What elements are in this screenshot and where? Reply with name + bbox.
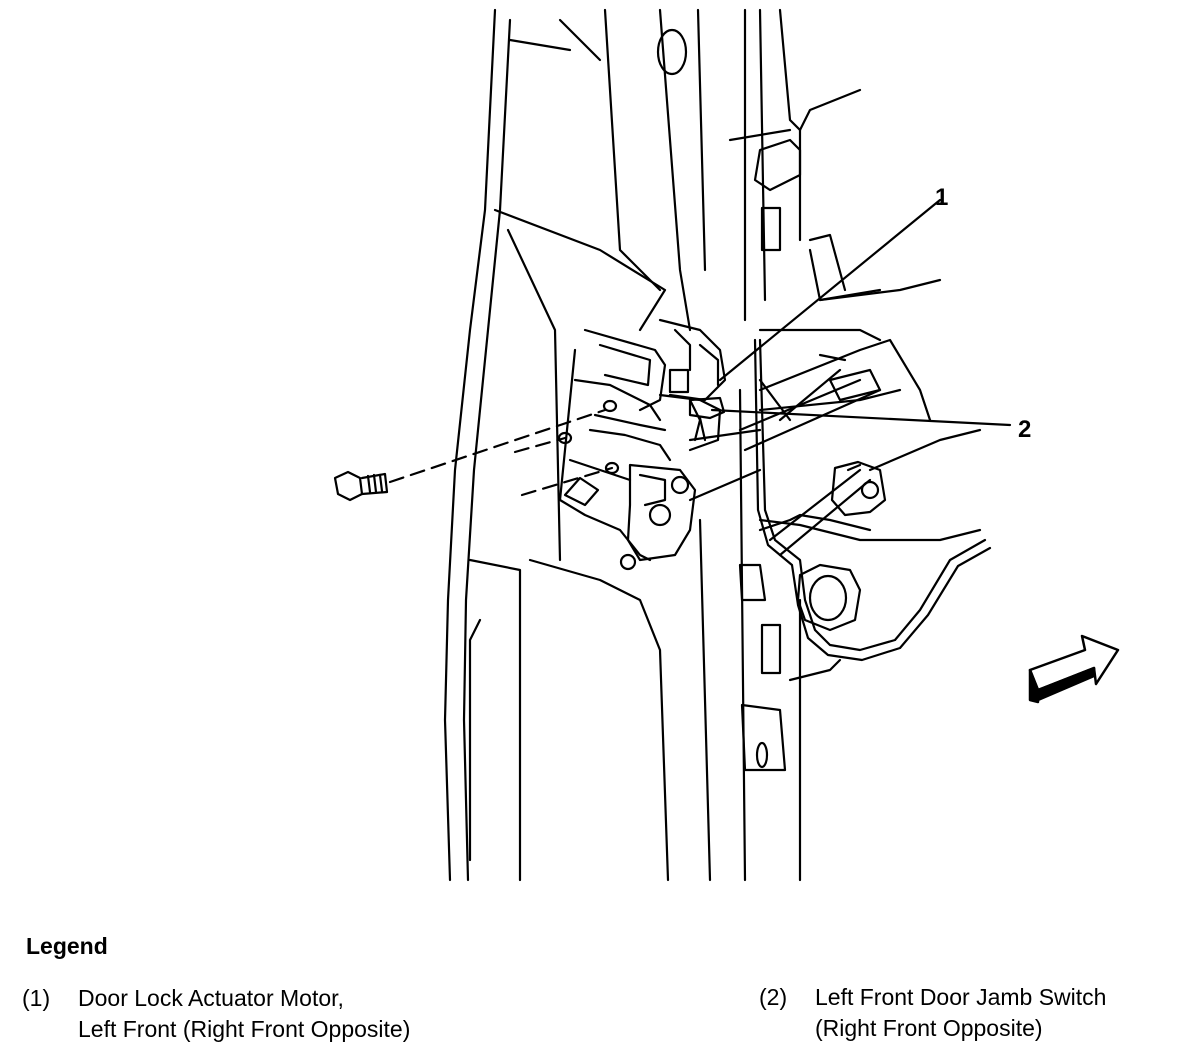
bolt bbox=[333, 470, 389, 502]
legend: Legend (1) Door Lock Actuator Motor, Lef… bbox=[0, 925, 1200, 1052]
wiring-harness bbox=[738, 338, 992, 662]
pillar bbox=[603, 8, 862, 882]
door-frame bbox=[443, 8, 688, 882]
bolt-installation-line bbox=[388, 408, 607, 484]
striker-bracket bbox=[830, 460, 887, 517]
access-hole bbox=[796, 563, 862, 632]
legend-item-number: (2) bbox=[759, 984, 788, 1010]
door-latch-assembly bbox=[557, 348, 697, 571]
callout-number-2: 2 bbox=[1018, 416, 1031, 443]
legend-item-line: Left Front Door Jamb Switch bbox=[815, 984, 1107, 1010]
legend-title: Legend bbox=[26, 933, 108, 959]
legend-item-description: Left Front Door Jamb Switch (Right Front… bbox=[815, 982, 1106, 1044]
callout-leader-line-2 bbox=[710, 408, 1012, 427]
legend-item-description: Door Lock Actuator Motor, Left Front (Ri… bbox=[78, 983, 410, 1045]
legend-item-number: (1) bbox=[22, 985, 51, 1011]
door-lock-actuator-diagram: 1 2 bbox=[333, 8, 1120, 882]
door-lock-actuator-motor bbox=[583, 318, 727, 452]
legend-item-line: Left Front (Right Front Opposite) bbox=[78, 1016, 411, 1042]
callout-number-1: 1 bbox=[935, 184, 948, 211]
legend-item-line: Door Lock Actuator Motor, bbox=[78, 985, 344, 1011]
front-direction-arrow bbox=[1028, 634, 1120, 704]
door-panels bbox=[688, 233, 982, 542]
legend-item-line: (Right Front Opposite) bbox=[815, 1015, 1043, 1041]
callout-leader-line-1 bbox=[718, 198, 942, 382]
door-jamb-switch bbox=[688, 396, 726, 442]
